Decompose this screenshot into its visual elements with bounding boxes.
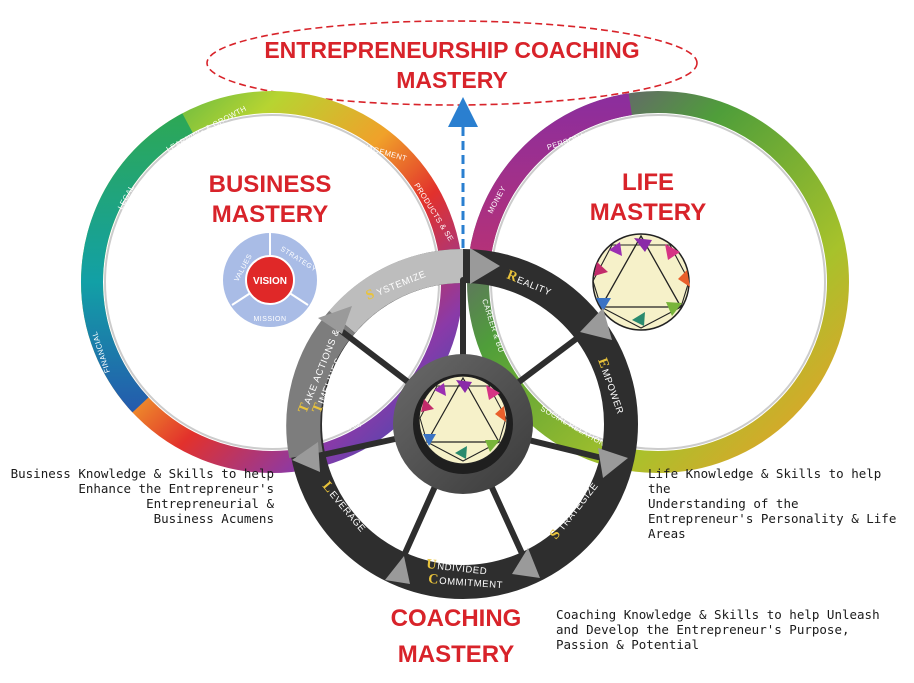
business-description: Business Knowledge & Skills to help Enha… — [10, 466, 274, 526]
ring-label-spiritual: SPIRITUAL — [697, 140, 740, 164]
vision-circle — [245, 255, 295, 305]
mission-label: MISSION — [253, 316, 286, 323]
svg-text:OMMITMENT: OMMITMENT — [439, 576, 504, 591]
coaching-description: Coaching Knowledge & Skills to help Unle… — [556, 607, 880, 652]
life-title-1: LIFE — [622, 169, 674, 196]
coaching-wheel: S YSTEMIZE R EALITY E MPOWER S TRATEGIZE… — [286, 248, 638, 599]
wheel-arc-systemize — [329, 248, 464, 334]
life-title-2: MASTERY — [590, 199, 706, 226]
svg-text:C: C — [428, 572, 439, 588]
vision-label: VISION — [253, 276, 287, 287]
business-title-2: MASTERY — [212, 201, 328, 228]
title-line-2: MASTERY — [396, 67, 508, 93]
coaching-title-2: MASTERY — [398, 641, 514, 668]
top-title: ENTREPRENEURSHIP COACHING MASTERY — [206, 20, 698, 106]
coaching-title-1: COACHING — [391, 605, 522, 632]
life-description: Life Knowledge & Skills to help the Unde… — [648, 466, 897, 541]
wheel-step-undivided-commitment: U NDIVIDED C OMMITMENT — [426, 557, 504, 591]
center-enneagram — [418, 375, 508, 465]
title-line-1: ENTREPRENEURSHIP COACHING — [264, 37, 639, 63]
ring-label-health: HEALTH — [788, 207, 811, 239]
business-title-1: BUSINESS — [209, 171, 332, 198]
business-core: VISION VALUES STRATEGY MISSION — [221, 231, 319, 329]
life-enneagram — [592, 233, 690, 331]
svg-text:NDIVIDED: NDIVIDED — [437, 561, 488, 577]
svg-text:U: U — [426, 557, 438, 573]
wheel-arc-take-actions — [286, 310, 356, 459]
